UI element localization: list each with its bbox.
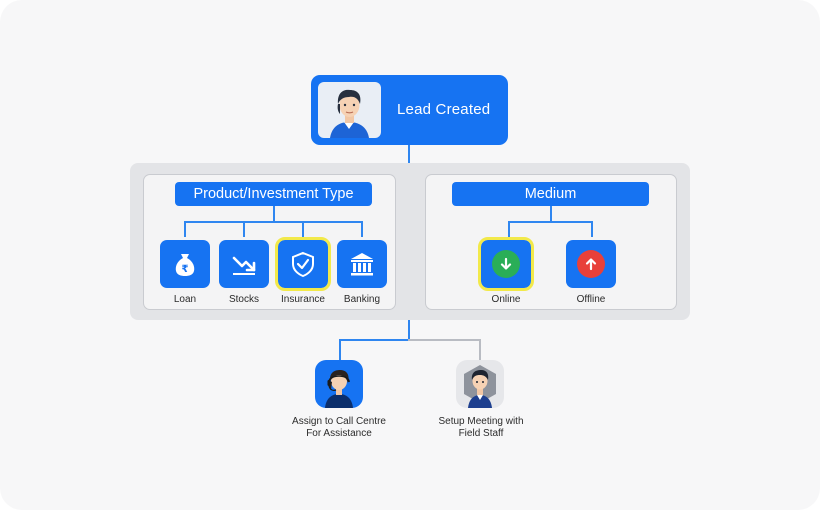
lead-avatar (318, 82, 381, 138)
call-centre-label-line2: For Assistance (306, 428, 372, 439)
connector-offline (591, 221, 593, 237)
call-centre-label-line1: Assign to Call Centre (292, 416, 386, 427)
stocks-tile[interactable] (219, 240, 269, 288)
connector-panel-to-actions (408, 320, 410, 340)
insurance-tile[interactable] (275, 237, 331, 291)
trend-down-arrow-icon (232, 256, 256, 275)
loan-label: Loan (173, 294, 197, 305)
field-staff-icon (464, 365, 496, 408)
product-type-title: Product/Investment Type (175, 182, 372, 206)
arrow-up-circle-icon (577, 250, 605, 278)
offline-label: Offline (576, 294, 606, 305)
banking-tile[interactable] (337, 240, 387, 288)
arrow-down-circle-icon (492, 250, 520, 278)
svg-text:₹: ₹ (182, 264, 189, 275)
shield-check-icon (292, 251, 314, 278)
connector-product-bar-top (184, 221, 363, 223)
connector-stocks-top (243, 221, 245, 237)
lead-created-node[interactable]: Lead Created (311, 75, 508, 145)
connector-online (508, 221, 510, 237)
offline-tile[interactable] (566, 240, 616, 288)
connector-product-stem-top (273, 206, 275, 222)
field-staff-node[interactable] (456, 360, 504, 408)
call-centre-node[interactable] (315, 360, 363, 408)
connector-lead-to-panel (408, 145, 410, 163)
call-centre-label: Assign to Call Centre For Assistance (264, 416, 414, 440)
connector-actions-bar-right (408, 339, 481, 341)
connector-actions-bar-left (339, 339, 410, 341)
connector-loan-top (184, 221, 186, 237)
insurance-label: Insurance (281, 294, 325, 305)
banking-label: Banking (343, 294, 381, 305)
connector-medium-stem (550, 206, 552, 222)
bank-building-icon (351, 253, 373, 276)
field-staff-label-line1: Setup Meeting with (438, 416, 524, 427)
lead-created-title: Lead Created (397, 101, 491, 118)
online-tile[interactable] (478, 237, 534, 291)
connector-field-staff (479, 339, 481, 360)
online-label: Online (491, 294, 521, 305)
connector-call-centre (339, 339, 341, 360)
money-bag-rupee-icon: ₹ (175, 254, 195, 276)
stocks-label: Stocks (228, 294, 259, 305)
field-staff-label-line2: Field Staff (458, 428, 504, 439)
loan-tile[interactable]: ₹ (160, 240, 210, 288)
call-centre-agent-icon (325, 370, 353, 408)
connector-banking-top (361, 221, 363, 237)
connector-insurance-top (302, 221, 304, 237)
medium-title: Medium (452, 182, 649, 206)
connector-medium-bar (508, 221, 593, 223)
field-staff-label: Setup Meeting with Field Staff (406, 416, 556, 440)
person-avatar-icon (330, 89, 369, 138)
